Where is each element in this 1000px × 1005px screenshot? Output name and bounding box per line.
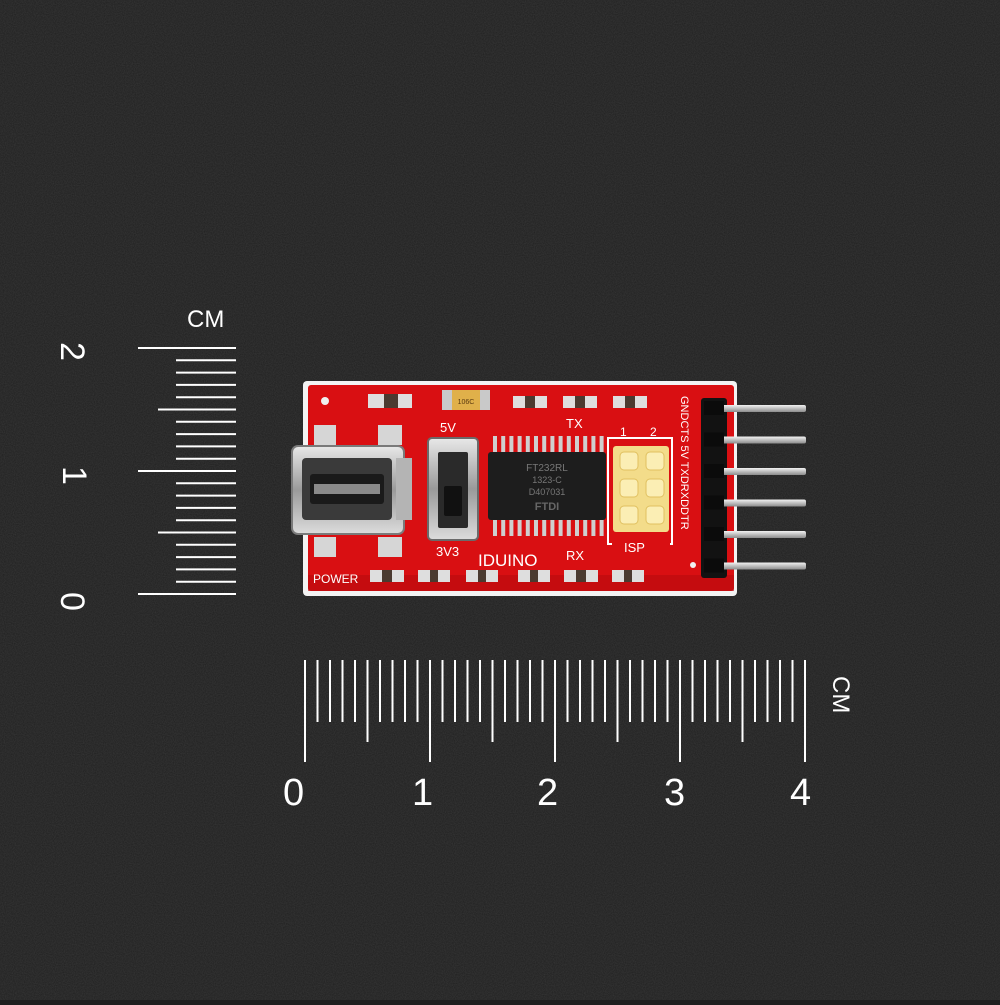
chip-leg [550, 436, 555, 454]
horizontal-ruler-number-2: 2 [537, 772, 559, 814]
chip-marking-line3: D407031 [529, 487, 566, 497]
header-pin [712, 562, 806, 570]
chip-leg [591, 436, 596, 454]
chip-leg [509, 436, 514, 454]
pin-housing [704, 401, 724, 415]
smd-components-bottom [370, 570, 644, 582]
label-3v3: 3V3 [436, 544, 459, 559]
vertical-ruler [138, 347, 236, 595]
chip-leg [583, 518, 588, 536]
isp-pad [645, 478, 665, 498]
chip-leg [599, 518, 604, 536]
horizontal-ruler-number-1: 1 [412, 772, 434, 814]
isp-pad [619, 478, 639, 498]
chip-marking-line1: FT232RL [526, 463, 568, 474]
via [321, 397, 329, 405]
chip-leg [501, 518, 506, 536]
chip-leg [542, 436, 547, 454]
chip-leg [558, 436, 563, 454]
vertical-ruler-number-2: 2 [52, 342, 91, 361]
chip-marking-line4: FTDI [535, 501, 559, 513]
chip-leg [575, 518, 579, 536]
horizontal-ruler-unit: CM [827, 676, 854, 714]
header-pin [712, 531, 806, 538]
chip-leg [583, 436, 588, 454]
pin-header-base [701, 398, 727, 578]
horizontal-ruler [304, 660, 806, 762]
isp-pad [619, 505, 639, 525]
pin-housing [704, 495, 724, 510]
chip-leg [575, 436, 579, 454]
label-pin-names: GNDCTS 5V TXDRXDDTR [678, 396, 690, 530]
label-tx: TX [566, 416, 583, 431]
header-pin [712, 436, 806, 444]
vertical-ruler-number-0: 0 [52, 592, 91, 611]
smd-components-top [368, 394, 647, 408]
vertical-ruler-unit: CM [187, 306, 225, 333]
chip-leg [558, 518, 563, 536]
header-pin [712, 468, 806, 475]
chip-leg [566, 436, 571, 454]
label-isp-col-1: 1 [620, 425, 627, 439]
chip-leg [525, 518, 530, 536]
ft232-chip: FT232RL 1323-C D407031 FTDI [488, 436, 606, 536]
chip-marking-line2: 1323-C [532, 475, 562, 485]
chip-leg [501, 436, 506, 454]
horizontal-ruler-number-0: 0 [283, 772, 305, 814]
isp-header [607, 437, 673, 545]
horizontal-ruler-number-4: 4 [790, 772, 812, 814]
isp-pad [645, 505, 665, 525]
horizontal-ruler-number-3: 3 [664, 772, 686, 814]
chip-leg [534, 518, 538, 536]
header-pin [712, 405, 806, 412]
vertical-ruler-number-1: 1 [54, 466, 93, 485]
pin-housing [704, 558, 724, 573]
label-rx: RX [566, 548, 584, 563]
isp-pad [645, 451, 665, 471]
label-power: POWER [313, 572, 359, 586]
chip-leg [591, 518, 596, 536]
chip-leg [534, 436, 538, 454]
pin-housing [704, 527, 724, 541]
label-isp: ISP [624, 540, 645, 555]
chip-leg [599, 436, 604, 454]
label-isp-col-2: 2 [650, 425, 657, 439]
chip-leg [493, 436, 497, 454]
label-5v: 5V [440, 420, 456, 435]
isp-pad [619, 451, 639, 471]
chip-leg [550, 518, 555, 536]
chip-leg [493, 518, 497, 536]
tantalum-marking: 106C [458, 399, 475, 406]
label-brand: IDUINO [478, 551, 538, 570]
pin-housing [704, 464, 724, 478]
via [690, 562, 696, 568]
chip-leg [517, 518, 522, 536]
header-pins [704, 401, 806, 573]
chip-leg [542, 518, 547, 536]
chip-leg [509, 518, 514, 536]
chip-leg [566, 518, 571, 536]
header-pin [712, 499, 806, 507]
tantalum-capacitor: 106C [442, 390, 490, 410]
chip-leg [525, 436, 530, 454]
usb-serial-board: 106C [291, 381, 806, 596]
chip-leg [517, 436, 522, 454]
mini-usb-connector [291, 425, 412, 557]
pin-housing [704, 432, 724, 447]
voltage-switch [427, 437, 479, 541]
